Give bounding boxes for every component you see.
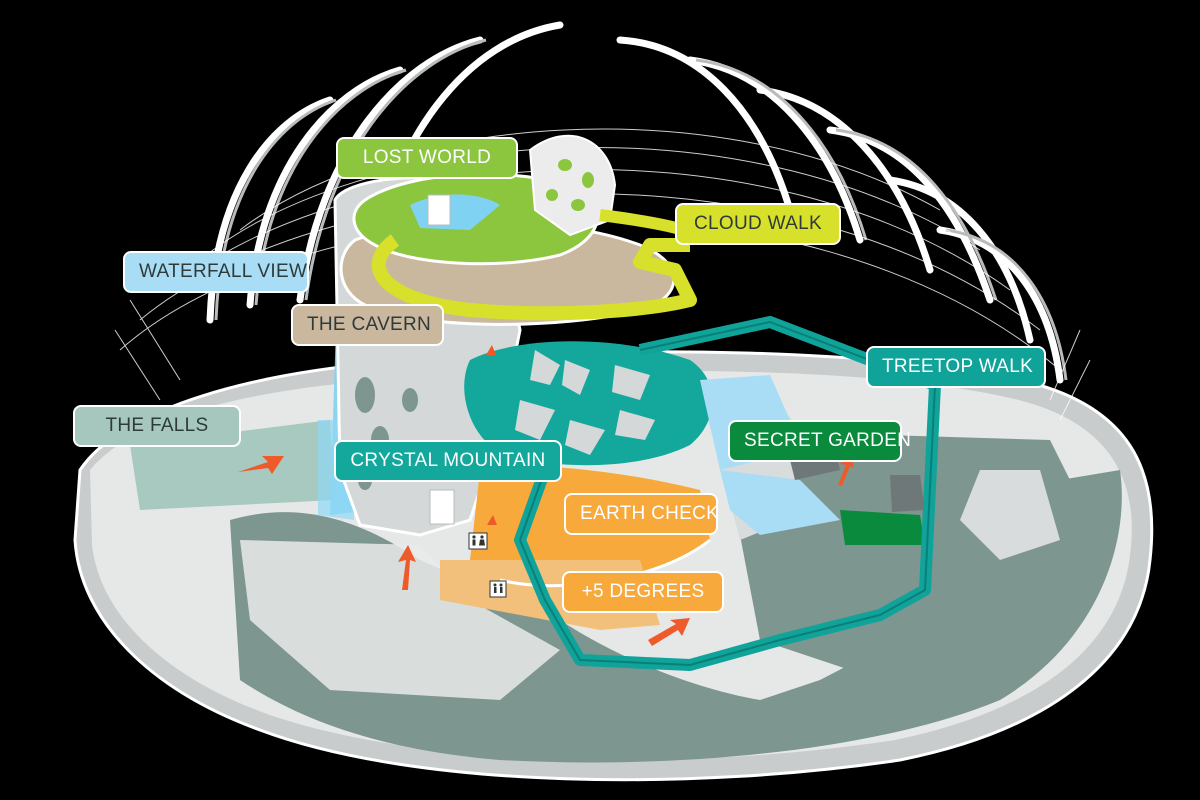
zone-label-secret-garden[interactable]: SECRET GARDEN — [728, 420, 911, 462]
zone-label-plus-5-degrees[interactable]: +5 DEGREES — [562, 571, 724, 613]
restroom-icon — [468, 532, 488, 550]
zone-label-the-cavern[interactable]: THE CAVERN — [291, 304, 444, 346]
zone-label-earth-check[interactable]: EARTH CHECK — [564, 493, 719, 535]
zone-label-the-falls[interactable]: THE FALLS — [73, 405, 241, 447]
zone-label-treetop-walk[interactable]: TREETOP WALK — [866, 346, 1046, 388]
zone-label-cloud-walk[interactable]: CLOUD WALK — [675, 203, 841, 245]
zone-label-crystal-mountain[interactable]: CRYSTAL MOUNTAIN — [334, 440, 562, 482]
crystal-mountain-deck — [464, 341, 713, 466]
elevator-icon — [489, 580, 507, 598]
direction-arrow-icon — [238, 345, 854, 646]
zone-label-waterfall-view[interactable]: WATERFALL VIEW — [123, 251, 309, 293]
zone-label-lost-world[interactable]: LOST WORLD — [336, 137, 518, 179]
